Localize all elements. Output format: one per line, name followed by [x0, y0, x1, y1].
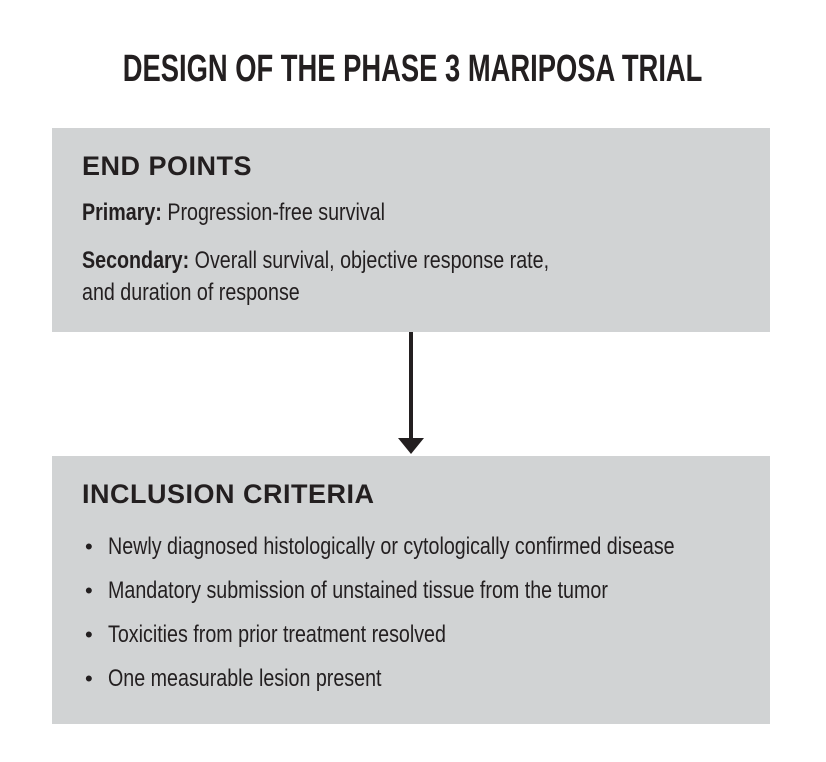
inclusion-criteria-heading: INCLUSION CRITERIA [82, 479, 375, 509]
inclusion-criteria-box: INCLUSION CRITERIA • Newly diagnosed hist… [52, 456, 770, 724]
endpoint-secondary-value-line1: Overall survival, objective response rat… [194, 247, 550, 274]
list-item: • Mandatory submission of unstained tissu… [82, 569, 740, 613]
bullet-icon: • [85, 666, 93, 691]
inclusion-criteria-list: • Newly diagnosed histologically or cytol… [82, 525, 740, 701]
list-item: • Newly diagnosed histologically or cytol… [82, 525, 740, 569]
endpoint-primary: Primary: Progression-free survival [82, 197, 740, 229]
endpoint-primary-value: Progression-free survival [167, 199, 385, 226]
page-title-row: DESIGN OF THE PHASE 3 MARIPOSA TRIAL [0, 50, 826, 88]
list-item-text: Toxicities from prior treatment resolved [108, 621, 446, 648]
bullet-icon: • [85, 534, 93, 559]
list-item: • One measurable lesion present [82, 657, 740, 701]
endpoint-secondary-text: Secondary: Overall survival, objective r… [82, 245, 549, 277]
endpoint-secondary-value-line2: and duration of response [82, 279, 300, 306]
bullet-icon: • [85, 622, 93, 647]
endpoints-heading: END POINTS [82, 151, 253, 181]
list-item-text: One measurable lesion present [108, 665, 382, 692]
endpoint-secondary: Secondary: Overall survival, objective r… [82, 245, 740, 277]
endpoint-primary-label: Primary: [82, 199, 162, 226]
endpoint-secondary-label: Secondary: [82, 247, 190, 274]
list-item-text: Newly diagnosed histologically or cytolo… [108, 533, 675, 560]
list-item-text: Mandatory submission of unstained tissue… [108, 577, 608, 604]
arrow-down-icon [398, 332, 424, 454]
endpoint-primary-text: Primary: Progression-free survival [82, 197, 385, 229]
bullet-icon: • [85, 578, 93, 603]
list-item: • Toxicities from prior treatment resolve… [82, 613, 740, 657]
endpoint-secondary-continued: and duration of response [82, 277, 740, 309]
page-title: DESIGN OF THE PHASE 3 MARIPOSA TRIAL [123, 48, 703, 90]
endpoints-box: END POINTS Primary: Progression-free sur… [52, 128, 770, 332]
